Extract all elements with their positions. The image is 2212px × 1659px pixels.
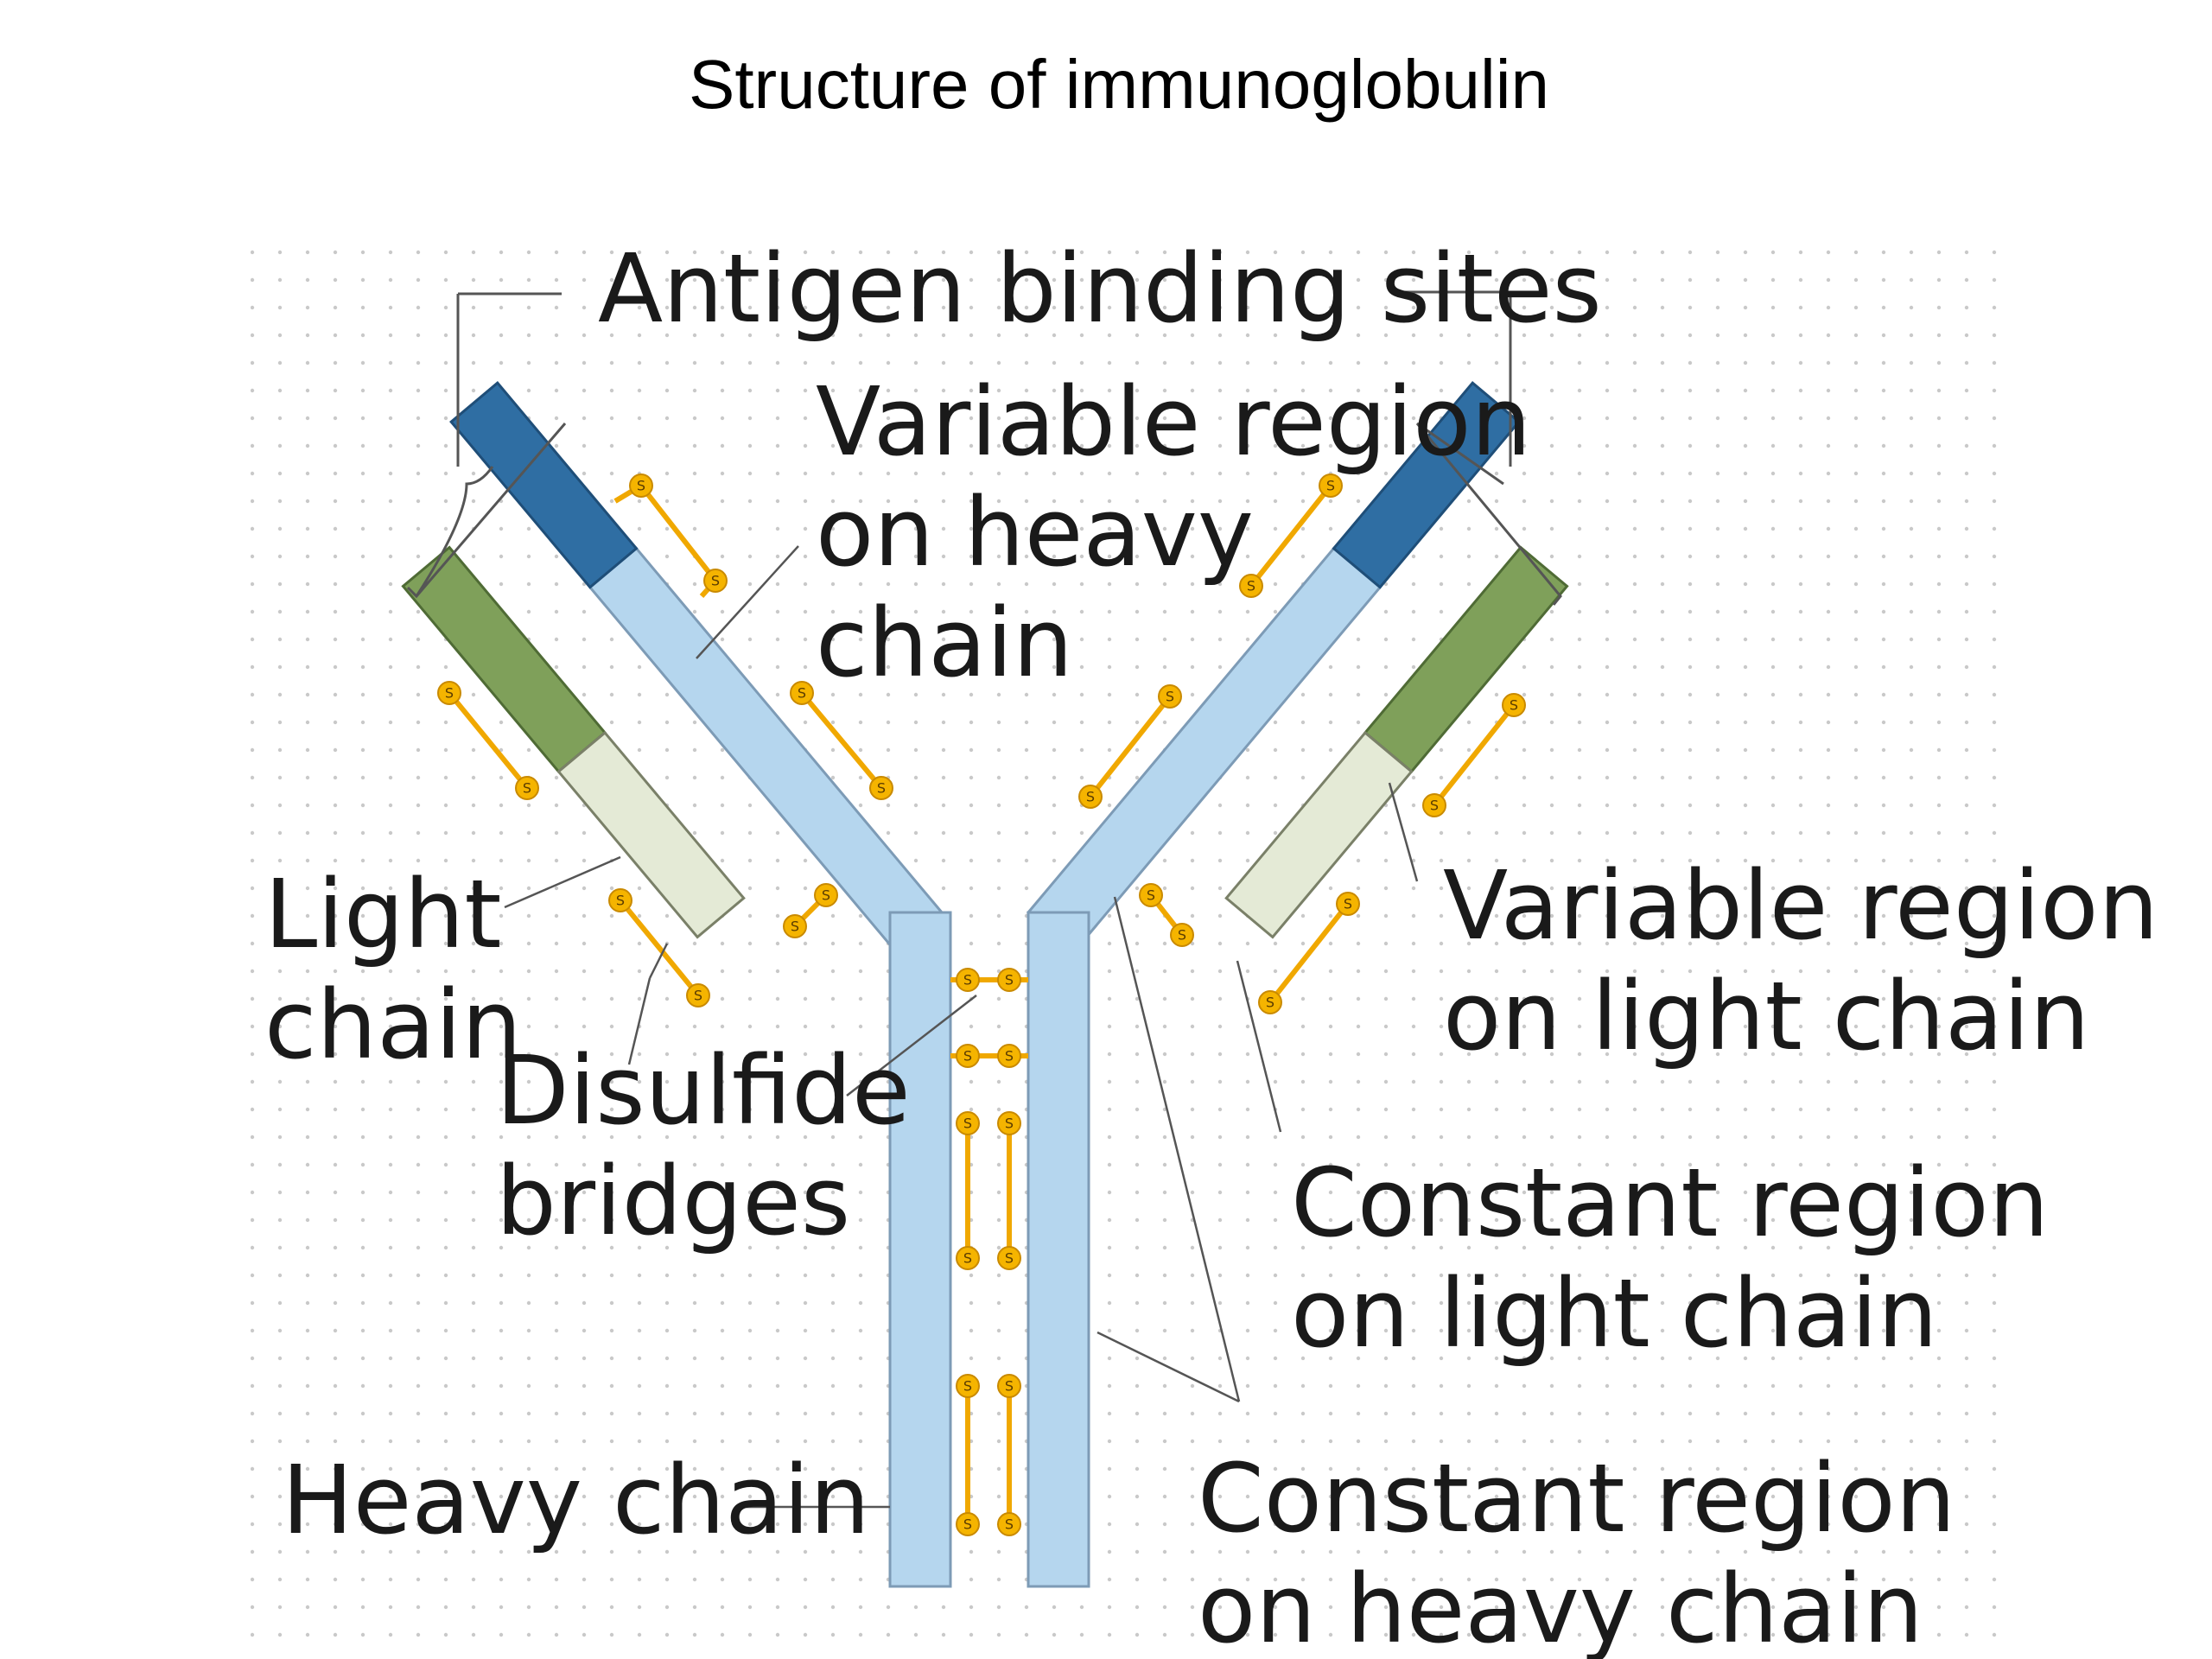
svg-text:S: S <box>1326 478 1335 494</box>
sulfur-atom: S <box>1170 923 1194 947</box>
label-variable-region-light-line1: Variable region <box>1443 850 2158 961</box>
label-antigen-binding-sites: Antigen binding sites <box>598 233 1602 344</box>
sulfur-atom: S <box>956 1044 980 1068</box>
svg-text:S: S <box>1005 1378 1014 1395</box>
sulfur-atoms: S S S S S S S S S S S S S S S S S S S S S S S S S S S S S S S S <box>437 474 1526 1536</box>
right-heavy-variable <box>1332 381 1521 589</box>
svg-text:S: S <box>1510 697 1518 714</box>
right-heavy-stem <box>1027 911 1090 1588</box>
sulfur-atom: S <box>783 914 807 938</box>
svg-text:S: S <box>963 1116 972 1132</box>
svg-text:S: S <box>1344 896 1352 912</box>
label-variable-region-heavy-line2: on heavy <box>816 477 1254 588</box>
label-variable-region-heavy-line3: chain <box>816 588 1073 698</box>
label-constant-region-light-line1: Constant region <box>1291 1147 2049 1258</box>
svg-text:S: S <box>1247 578 1255 594</box>
svg-text:S: S <box>798 685 806 702</box>
antigen-binding-brace-right <box>1391 290 1562 606</box>
sulfur-atom: S <box>1422 793 1446 817</box>
sulfur-atom: S <box>629 474 653 498</box>
sulfur-atom: S <box>790 681 814 705</box>
sulfur-atom: S <box>437 681 461 705</box>
sulfur-atom: S <box>608 888 632 912</box>
svg-text:S: S <box>1178 927 1186 944</box>
svg-text:S: S <box>694 988 702 1004</box>
right-light-constant <box>1224 730 1414 939</box>
label-light-chain-line2: chain <box>264 969 522 1080</box>
label-disulfide-bridges-line1: Disulfide <box>496 1035 911 1146</box>
left-light-constant <box>556 730 746 939</box>
svg-text:S: S <box>1430 798 1439 814</box>
svg-text:S: S <box>1086 789 1095 805</box>
svg-text:S: S <box>1005 1116 1014 1132</box>
sulfur-atom: S <box>956 1374 980 1398</box>
sulfur-atom: S <box>703 569 728 593</box>
left-heavy-variable <box>449 381 639 589</box>
sulfur-atom: S <box>956 968 980 992</box>
sulfur-atom: S <box>1078 785 1103 809</box>
sulfur-atom: S <box>686 983 710 1007</box>
svg-text:S: S <box>1005 1516 1014 1533</box>
svg-text:S: S <box>963 972 972 988</box>
sulfur-atom: S <box>1336 892 1360 916</box>
svg-text:S: S <box>963 1378 972 1395</box>
label-constant-region-heavy-line2: on heavy chain <box>1198 1554 1923 1659</box>
svg-text:S: S <box>523 780 531 797</box>
sulfur-atom: S <box>515 776 539 800</box>
sulfur-atom: S <box>956 1111 980 1135</box>
sulfur-atom: S <box>1239 574 1263 598</box>
svg-text:S: S <box>963 1250 972 1267</box>
sulfur-atom: S <box>997 1246 1021 1270</box>
label-disulfide-bridges-line2: bridges <box>496 1146 850 1256</box>
sulfur-atom: S <box>814 883 838 907</box>
sulfur-atom: S <box>1502 693 1526 717</box>
antigen-binding-brace-left <box>406 292 567 599</box>
sulfur-atom: S <box>1139 883 1163 907</box>
sulfur-atom: S <box>956 1512 980 1536</box>
sulfur-atom: S <box>1158 684 1182 709</box>
svg-text:S: S <box>616 893 625 909</box>
label-variable-region-light-line2: on light chain <box>1443 961 2090 1071</box>
sulfur-atom: S <box>997 1374 1021 1398</box>
left-arm <box>401 381 944 954</box>
sulfur-atom: S <box>1319 474 1343 498</box>
label-constant-region-heavy-line1: Constant region <box>1198 1443 1955 1554</box>
svg-text:S: S <box>637 478 645 494</box>
svg-text:S: S <box>1005 1048 1014 1065</box>
page-title: Structure of immunoglobulin <box>688 46 1550 123</box>
svg-text:S: S <box>1266 995 1274 1011</box>
sulfur-atom: S <box>997 968 1021 992</box>
sulfur-atom: S <box>869 776 893 800</box>
svg-text:S: S <box>963 1048 972 1065</box>
left-heavy-stem <box>888 911 952 1588</box>
svg-text:S: S <box>822 887 830 904</box>
svg-text:S: S <box>791 918 799 935</box>
disulfide-bridges-arms <box>447 483 1516 1004</box>
svg-text:S: S <box>1005 1250 1014 1267</box>
svg-text:S: S <box>445 685 454 702</box>
svg-text:S: S <box>711 573 720 589</box>
sulfur-atom: S <box>956 1246 980 1270</box>
label-light-chain-line1: Light <box>264 859 502 969</box>
sulfur-atom: S <box>997 1111 1021 1135</box>
label-heavy-chain: Heavy chain <box>282 1445 870 1555</box>
label-variable-region-heavy-line1: Variable region <box>816 366 1531 477</box>
sulfur-atom: S <box>1258 990 1282 1014</box>
label-constant-region-light-line2: on light chain <box>1291 1258 1938 1369</box>
leader-lines <box>504 545 1419 1509</box>
sulfur-atom: S <box>997 1044 1021 1068</box>
svg-text:S: S <box>877 780 886 797</box>
svg-text:S: S <box>1005 972 1014 988</box>
sulfur-atom: S <box>997 1512 1021 1536</box>
svg-text:S: S <box>1166 689 1174 705</box>
svg-text:S: S <box>1147 887 1155 904</box>
svg-text:S: S <box>963 1516 972 1533</box>
